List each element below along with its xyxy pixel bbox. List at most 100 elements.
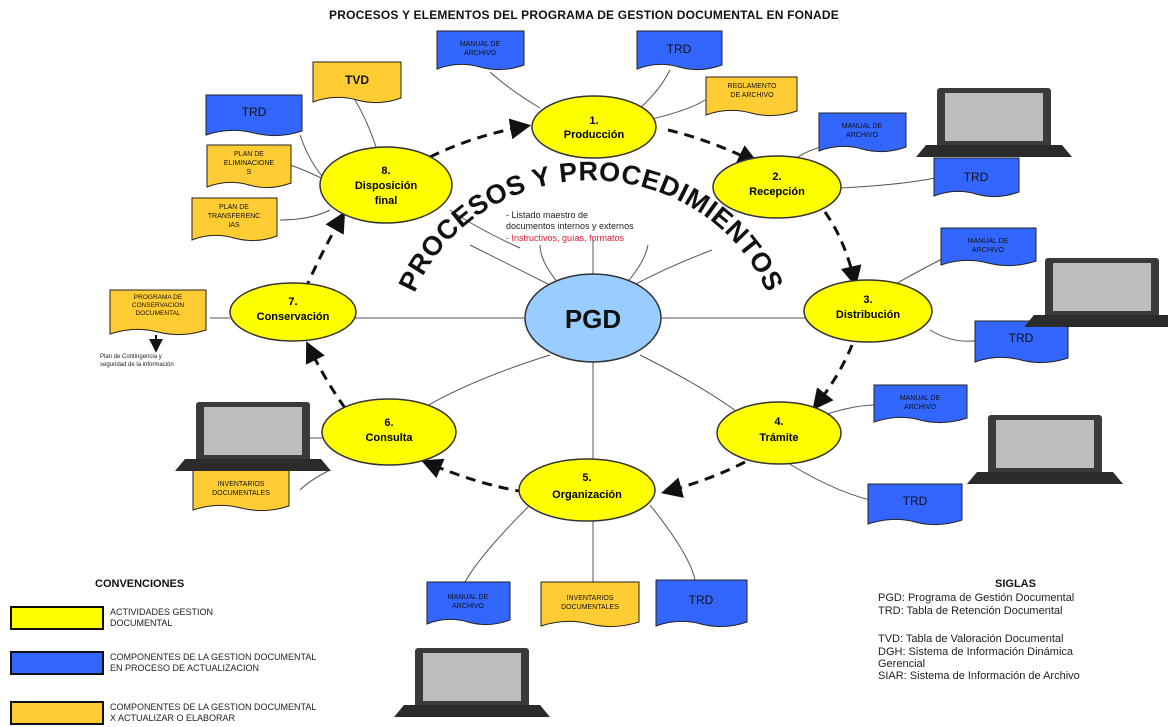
- svg-text:4.: 4.: [774, 416, 783, 428]
- legend-label: COMPONENTES DE LA GESTION DOCUMENTAL EN …: [110, 652, 317, 673]
- legend-item-activities: ACTIVIDADES GESTION DOCUMENTAL: [10, 606, 430, 632]
- svg-text:DOCUMENTALES: DOCUMENTALES: [212, 490, 270, 497]
- sigla-line: PGD: Programa de Gestión Documental: [878, 592, 1075, 604]
- doc-plan-eliminaciones: PLAN DE ELIMINACIONE S: [206, 144, 292, 189]
- doc-manual-archivo-tramite: MANUAL DE ARCHIVO: [873, 384, 968, 424]
- svg-text:TRD: TRD: [242, 105, 267, 119]
- activity-consulta: 6. Consulta: [321, 398, 457, 466]
- doc-manual-archivo-organizacion: MANUAL DE ARCHIVO: [426, 581, 511, 626]
- laptop-icon: [967, 415, 1123, 484]
- svg-text:DOCUMENTAL: DOCUMENTAL: [135, 310, 180, 317]
- legend-swatch-blue: [10, 651, 104, 675]
- center-node: PGD: [524, 273, 662, 363]
- doc-trd-tramite: TRD: [867, 483, 963, 526]
- doc-trd-distribucion: TRD: [974, 320, 1069, 364]
- svg-text:final: final: [375, 195, 398, 207]
- svg-text:DOCUMENTALES: DOCUMENTALES: [561, 604, 619, 611]
- activity-distribucion: 3. Distribución: [803, 279, 933, 343]
- svg-text:MANUAL DE: MANUAL DE: [968, 238, 1009, 245]
- svg-text:INVENTARIOS: INVENTARIOS: [218, 481, 265, 488]
- svg-text:INVENTARIOS: INVENTARIOS: [567, 595, 614, 602]
- svg-text:PROGRAMA DE: PROGRAMA DE: [134, 294, 183, 301]
- svg-text:5.: 5.: [582, 472, 591, 484]
- svg-text:ARCHIVO: ARCHIVO: [464, 50, 496, 57]
- svg-text:ARCHIVO: ARCHIVO: [452, 603, 484, 610]
- svg-text:3.: 3.: [863, 294, 872, 306]
- sigla-line: TVD: Tabla de Valoración Documental: [878, 633, 1064, 645]
- svg-text:S: S: [247, 169, 252, 176]
- legend-swatch-yellow: [10, 606, 104, 630]
- svg-text:CONSERVACION: CONSERVACION: [132, 302, 184, 309]
- svg-text:TRANSFERENC: TRANSFERENC: [208, 213, 261, 220]
- activity-recepcion: 2. Recepción: [712, 155, 842, 219]
- doc-reglamento-archivo: REGLAMENTO DE ARCHIVO: [705, 76, 798, 117]
- legend-item-orange: COMPONENTES DE LA GESTION DOCUMENTAL X A…: [10, 701, 430, 727]
- center-label: PGD: [565, 304, 621, 334]
- legend-label: ACTIVIDADES GESTION DOCUMENTAL: [110, 607, 214, 628]
- svg-text:TRD: TRD: [667, 42, 692, 56]
- svg-text:6.: 6.: [384, 417, 393, 429]
- svg-text:8.: 8.: [381, 165, 390, 177]
- activity-produccion: 1. Producción: [531, 95, 657, 159]
- svg-text:DE ARCHIVO: DE ARCHIVO: [730, 92, 774, 99]
- laptop-icon: [1024, 258, 1168, 327]
- svg-text:MANUAL DE: MANUAL DE: [900, 395, 941, 402]
- svg-text:ARCHIVO: ARCHIVO: [972, 247, 1004, 254]
- svg-text:1.: 1.: [589, 115, 598, 127]
- svg-text:Conservación: Conservación: [257, 311, 330, 323]
- svg-text:Organización: Organización: [552, 489, 622, 501]
- doc-plan-transferencias: PLAN DE TRANSFERENC IAS: [191, 197, 278, 242]
- laptop-icon: [916, 88, 1072, 157]
- svg-text:ARCHIVO: ARCHIVO: [846, 132, 878, 139]
- center-note-3: - Instructivos, guías, formatos: [506, 233, 625, 243]
- sigla-line: TRD: Tabla de Retención Documental: [878, 605, 1063, 617]
- activity-organizacion: 5. Organización: [518, 458, 656, 522]
- svg-text:Consulta: Consulta: [365, 432, 413, 444]
- svg-text:TRD: TRD: [903, 494, 928, 508]
- convenciones-title: CONVENCIONES: [95, 578, 185, 590]
- doc-inventarios-organizacion: INVENTARIOS DOCUMENTALES: [540, 581, 640, 628]
- siglas-title: SIGLAS: [995, 578, 1036, 590]
- activity-tramite: 4. Trámite: [716, 401, 842, 465]
- svg-text:2.: 2.: [772, 171, 781, 183]
- sigla-line: DGH: Sistema de Información Dinámica: [878, 646, 1074, 658]
- plan-contingencia-line1: Plan de Contingencia y: [100, 354, 162, 360]
- sigla-line: SIAR: Sistema de Información de Archivo: [878, 670, 1080, 682]
- diagram-title: PROCESOS Y ELEMENTOS DEL PROGRAMA DE GES…: [329, 8, 839, 22]
- svg-text:TRD: TRD: [964, 170, 989, 184]
- doc-manual-archivo-distribucion: MANUAL DE ARCHIVO: [940, 227, 1037, 267]
- plan-contingencia-line2: seguridad de la información: [100, 362, 174, 368]
- doc-trd-recepcion: TRD: [933, 157, 1020, 198]
- activity-conservacion: 7. Conservación: [229, 282, 357, 342]
- svg-text:Trámite: Trámite: [759, 432, 798, 444]
- svg-text:MANUAL DE: MANUAL DE: [460, 41, 501, 48]
- svg-text:Producción: Producción: [564, 129, 625, 141]
- laptop-icon: [175, 402, 331, 471]
- svg-text:TRD: TRD: [689, 593, 714, 607]
- doc-programa-conservacion: PROGRAMA DE CONSERVACION DOCUMENTAL: [109, 289, 207, 336]
- svg-text:TRD: TRD: [1009, 331, 1034, 345]
- svg-text:Recepción: Recepción: [749, 186, 805, 198]
- svg-text:Disposición: Disposición: [355, 180, 418, 192]
- doc-tvd: TVD: [312, 61, 402, 104]
- legend-label: COMPONENTES DE LA GESTION DOCUMENTAL X A…: [110, 702, 317, 723]
- svg-text:MANUAL DE: MANUAL DE: [448, 594, 489, 601]
- svg-text:7.: 7.: [288, 296, 297, 308]
- sigla-line: Gerencial: [878, 658, 926, 670]
- svg-text:PLAN DE: PLAN DE: [234, 151, 264, 158]
- activity-disposicion-final: 8. Disposición final: [319, 146, 453, 224]
- svg-text:ELIMINACIONE: ELIMINACIONE: [224, 160, 275, 167]
- svg-text:PLAN DE: PLAN DE: [219, 204, 249, 211]
- svg-text:ARCHIVO: ARCHIVO: [904, 404, 936, 411]
- svg-text:Distribución: Distribución: [836, 309, 900, 321]
- doc-manual-archivo-recepcion: MANUAL DE ARCHIVO: [818, 112, 907, 153]
- svg-text:MANUAL DE: MANUAL DE: [842, 123, 883, 130]
- doc-trd-top: TRD: [636, 30, 723, 71]
- center-note-2: documentos internos y externos: [506, 221, 634, 231]
- legend-item-blue: COMPONENTES DE LA GESTION DOCUMENTAL EN …: [10, 651, 430, 677]
- doc-manual-archivo-top: MANUAL DE ARCHIVO: [436, 30, 525, 71]
- svg-text:IAS: IAS: [228, 222, 240, 229]
- center-note-1: - Listado maestro de: [506, 210, 588, 220]
- doc-inventarios-consulta: INVENTARIOS DOCUMENTALES: [192, 469, 290, 512]
